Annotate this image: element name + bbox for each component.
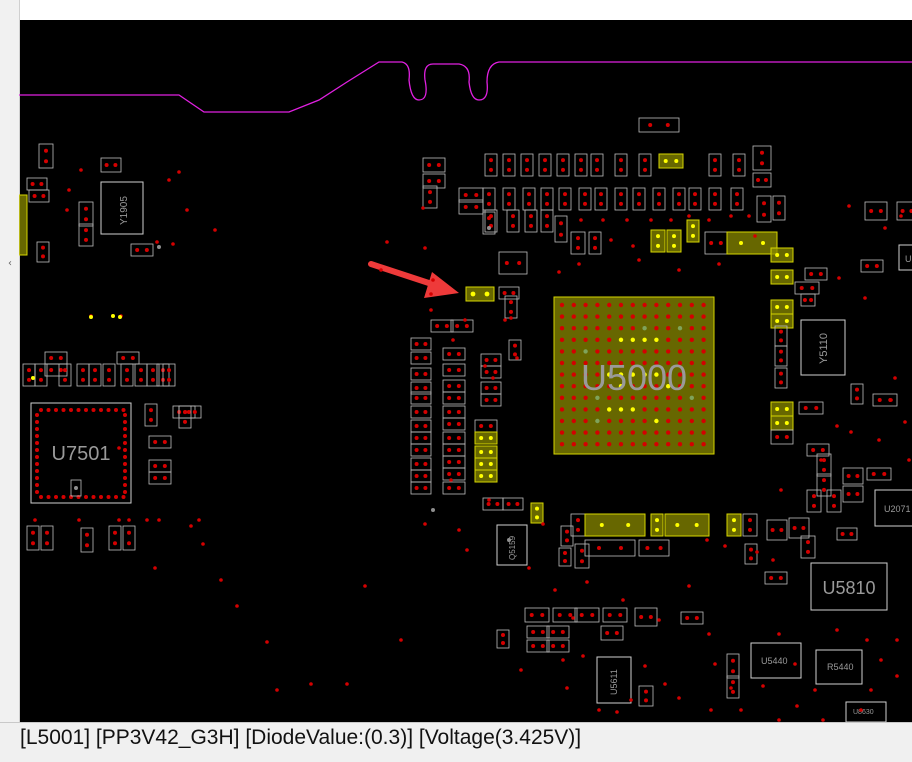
chip-u7501-label: U7501 <box>52 443 111 465</box>
chip-u8630-label: U8630 <box>853 709 874 716</box>
net-trace <box>19 61 912 113</box>
transistor-q5159[interactable]: Q5159 <box>496 524 528 566</box>
chip-u5440-label: U5440 <box>761 656 788 666</box>
chip-u5611[interactable]: U5611 <box>596 656 632 704</box>
selected-l5001[interactable] <box>465 286 495 302</box>
chevron-left-icon[interactable]: ‹ <box>8 258 12 269</box>
resistor-r5440[interactable]: R5440 <box>815 649 863 685</box>
status-text: [L5001] [PP3V42_G3H] [DiodeValue:(0.3)] … <box>20 726 582 749</box>
chip-u5810[interactable]: U5810 <box>810 562 888 611</box>
chip-u8630[interactable]: U8630 <box>845 701 887 722</box>
chip-edge-label: U <box>905 254 912 264</box>
chip-u5611-label: U5611 <box>609 669 619 695</box>
transistor-q5159-label: Q5159 <box>508 535 517 560</box>
chip-u2071[interactable]: U2071 <box>874 489 912 527</box>
chip-u5000-label: U5000 <box>581 357 687 398</box>
crystal-y1905-label: Y1905 <box>119 196 130 225</box>
status-bar: [L5001] [PP3V42_G3H] [DiodeValue:(0.3)] … <box>0 722 912 762</box>
crystal-y1905[interactable]: Y1905 <box>100 181 144 235</box>
chip-u5000[interactable]: U5000 <box>553 296 715 455</box>
chip-u2071-label: U2071 <box>884 504 911 514</box>
top-bar <box>0 0 912 20</box>
pcb-board-view[interactable]: U5000 U7501 Y1905 Y5110 U5810 U2071 U544… <box>19 20 912 722</box>
chip-u5810-label: U5810 <box>822 578 875 598</box>
crystal-y5110[interactable]: Y5110 <box>800 319 846 376</box>
crystal-y5110-label: Y5110 <box>818 333 830 364</box>
resistor-r5440-label: R5440 <box>827 662 854 672</box>
chip-u5440[interactable]: U5440 <box>750 642 802 679</box>
pointer-arrow <box>368 261 459 298</box>
left-panel-strip[interactable]: ‹ <box>0 0 20 761</box>
chip-u7501[interactable]: U7501 <box>30 402 132 504</box>
